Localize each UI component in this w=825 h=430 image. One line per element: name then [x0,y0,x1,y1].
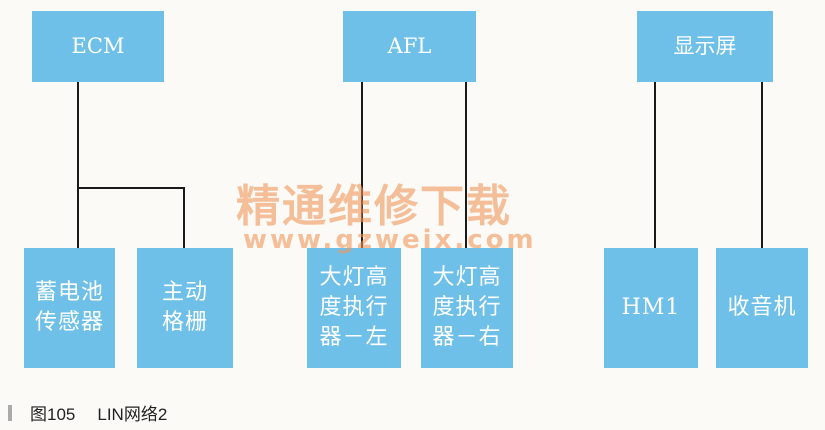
watermark-url: www.gzweix.com [243,225,537,255]
headlamp-actuator-left-node: 大灯高 度执行 器－左 [307,248,401,368]
battery-sensor-label: 蓄电池 传感器 [34,280,104,335]
radio-node: 收音机 [716,248,808,368]
figure-title: LIN网络2 [97,405,168,424]
battery-sensor-node: 蓄电池 传感器 [24,248,115,368]
hmi-node: HM1 [604,248,698,368]
hmi-label: HM1 [621,295,681,321]
active-grille-node: 主动 格栅 [137,248,233,368]
watermark-text: 精通维修下载 [236,181,512,232]
figure-number: 图105 [30,405,76,424]
ecm-module: ECM [32,11,164,82]
display-label: 显示屏 [673,34,737,59]
headlamp-actuator-right-node: 大灯高 度执行 器－右 [421,248,513,368]
headlamp-right-label: 大灯高 度执行 器－右 [432,265,502,350]
afl-label: AFL [387,34,432,59]
figure-caption: 图105 LIN网络2 [8,400,167,425]
active-grille-label: 主动 格栅 [161,280,208,335]
radio-label: 收音机 [727,295,797,321]
headlamp-left-label: 大灯高 度执行 器－左 [319,265,389,350]
ecm-label: ECM [71,34,125,59]
caption-marker [8,404,12,421]
ecm-grille-branch [78,187,185,248]
afl-module: AFL [343,11,476,82]
display-module: 显示屏 [637,11,773,82]
